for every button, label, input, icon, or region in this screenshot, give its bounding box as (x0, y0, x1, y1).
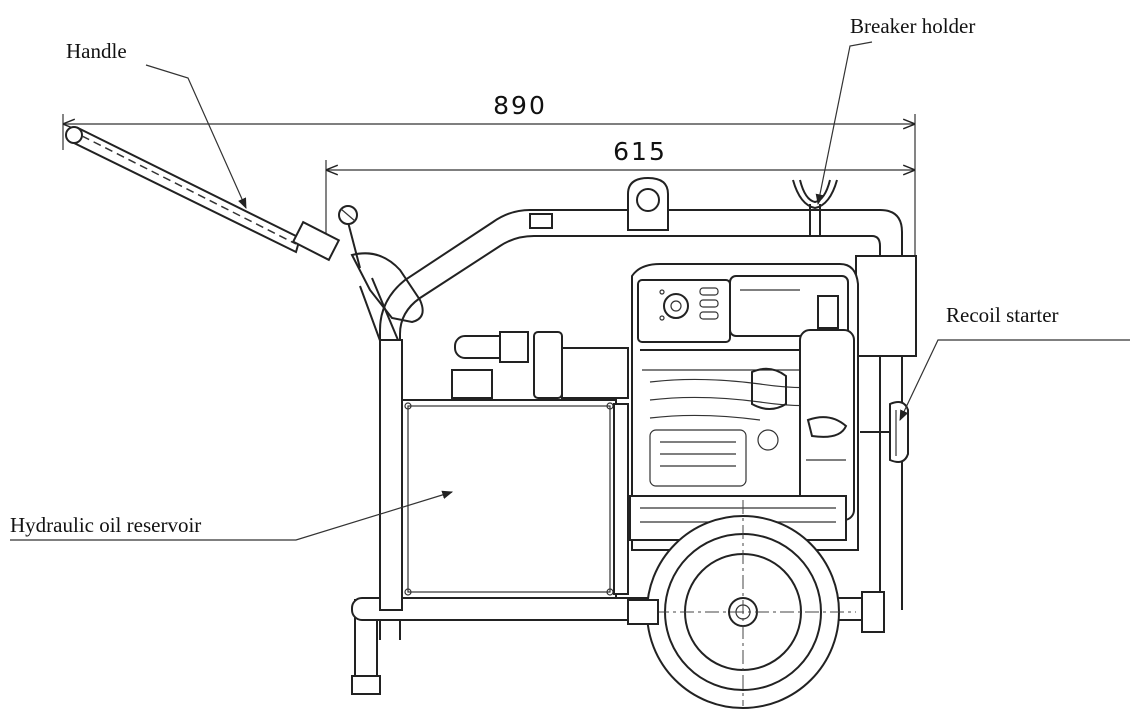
engine-muffler-outlet (806, 416, 848, 438)
callout-breaker-holder: Breaker holder (815, 14, 975, 206)
pump-valve-block (451, 369, 493, 399)
recoil-starter-grip (889, 401, 909, 463)
engine-switch-dial (663, 293, 689, 319)
engine-cylinder-cover (649, 429, 747, 487)
dimension-label-890: 890 (493, 91, 547, 120)
top-fitting (529, 213, 553, 229)
leader-breaker-holder (815, 41, 873, 206)
handle-clamp (291, 220, 341, 262)
label-handle: Handle (66, 39, 127, 63)
handle-support (359, 277, 399, 347)
leader-recoil-starter (899, 339, 1130, 421)
dimension-label-615: 615 (613, 137, 667, 166)
handle-grip-end (65, 126, 83, 144)
wheel-axle-bracket (627, 599, 659, 625)
hydraulic-oil-reservoir (401, 399, 629, 599)
dimension-890: 890 (62, 91, 916, 255)
wheel (627, 500, 856, 709)
callout-recoil-starter: Recoil starter (899, 303, 1130, 421)
label-recoil-starter: Recoil starter (946, 303, 1059, 327)
lifting-eye-hole (636, 188, 660, 212)
label-breaker-holder: Breaker holder (850, 14, 975, 38)
handle-assembly (65, 126, 424, 347)
handle-hidden-line (81, 135, 297, 245)
label-hydraulic-oil-reservoir: Hydraulic oil reservoir (10, 513, 201, 537)
breaker-holder (792, 179, 838, 236)
pump-body (561, 347, 629, 399)
frame-rear-bracket (861, 591, 885, 633)
engine-control-panel (637, 279, 731, 343)
frame-foot (351, 675, 381, 695)
frame-inner-tube (399, 235, 881, 640)
leader-handle (145, 64, 247, 209)
leader-hydraulic-oil-reservoir (10, 490, 454, 541)
pump-assembly (451, 331, 629, 399)
valve-lever (347, 221, 361, 269)
engine (629, 255, 917, 551)
reservoir-flange (613, 403, 629, 595)
frame-outer-tube (379, 209, 903, 640)
lifting-eye (627, 176, 669, 231)
engine-carburetor (751, 367, 787, 410)
handle-bar (70, 126, 302, 254)
callout-handle: Handle (66, 39, 247, 209)
frame-left-upright (379, 339, 403, 611)
dimension-615: 615 (325, 137, 914, 245)
reservoir-tank (401, 399, 617, 599)
pump-elbow (533, 331, 563, 399)
callout-hydraulic-oil-reservoir: Hydraulic oil reservoir (10, 490, 454, 541)
handle-arm (350, 252, 424, 324)
engine-fuel-cap (817, 295, 839, 329)
engine-air-cleaner (855, 255, 917, 357)
recoil-starter (860, 401, 909, 463)
